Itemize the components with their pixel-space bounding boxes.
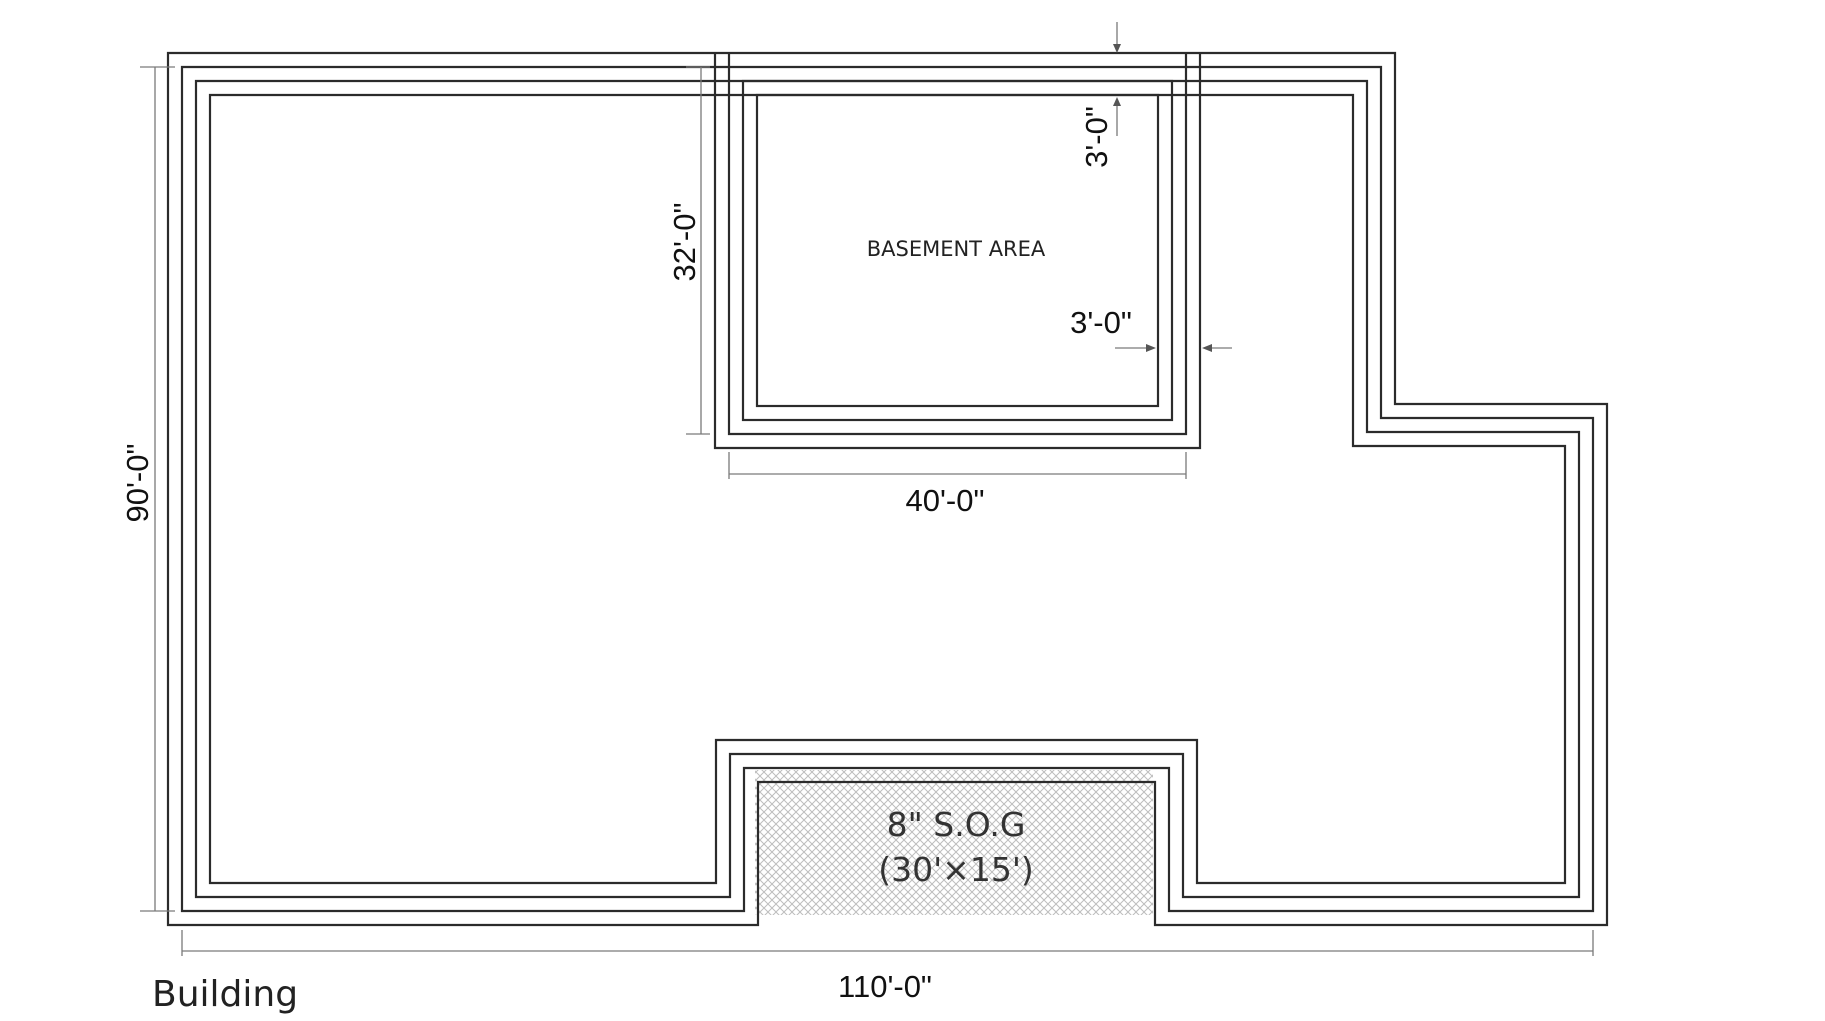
basement-label: BASEMENT AREA: [867, 237, 1046, 261]
top-offset-dimension: 3'-0": [1079, 106, 1114, 168]
basement-width-dimension: 40'-0": [906, 483, 985, 518]
building-outline: [166, 51, 1609, 927]
basement-depth-dimension: 32'-0": [667, 203, 702, 282]
drawing-caption: Building: [152, 974, 298, 1015]
side-offset-dimension: 3'-0": [1070, 305, 1132, 340]
basement-outline: [713, 53, 1202, 450]
slab-label-line2: (30'×15'): [878, 850, 1034, 889]
dimension-lines: [140, 22, 1594, 956]
slab-label-line1: 8" S.O.G: [887, 805, 1026, 844]
overall-depth-dimension: 90'-0": [120, 444, 155, 523]
overall-width-dimension: 110'-0": [838, 969, 932, 1004]
slab-on-grade-hatch: [755, 770, 1153, 915]
